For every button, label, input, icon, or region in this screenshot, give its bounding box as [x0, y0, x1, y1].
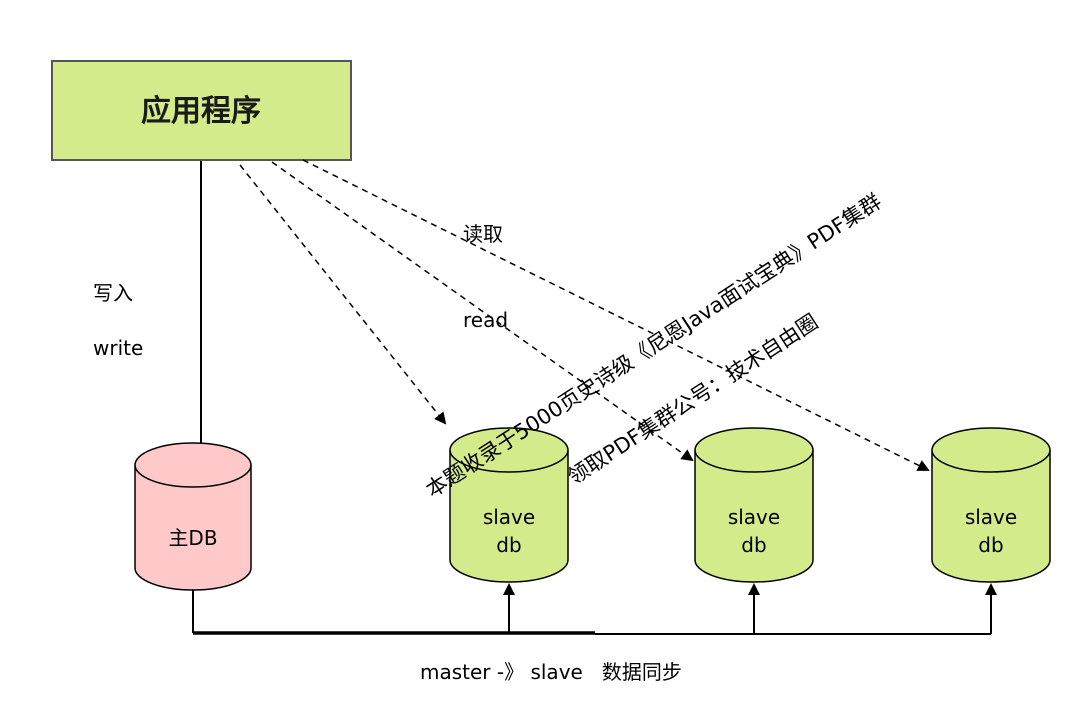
- slave-db-2-label-line1: slave: [728, 505, 780, 529]
- slave-db-1-label-line2: db: [496, 533, 521, 557]
- master-db-cylinder: [134, 442, 252, 591]
- application-label: 应用程序: [141, 94, 261, 129]
- slave-db-3-label-line2: db: [978, 533, 1003, 557]
- master-db-label: 主DB: [168, 526, 217, 550]
- slave-db-cylinder-3: [931, 427, 1051, 583]
- read-label-en: read: [463, 308, 508, 332]
- write-label-cn: 写入: [93, 281, 133, 305]
- read-arrow-slave-3: [302, 159, 930, 471]
- application-box: [51, 60, 352, 161]
- sync-connector: [192, 583, 997, 635]
- read-arrow-slave-2: [271, 161, 694, 462]
- slave-db-3-label-line1: slave: [965, 505, 1017, 529]
- slave-db-cylinder-1: [449, 427, 569, 583]
- slave-db-2-label-line2: db: [741, 533, 766, 557]
- slave-db-1-label-line1: slave: [483, 505, 535, 529]
- sync-label: master -》 slave 数据同步: [420, 660, 682, 684]
- write-label-en: write: [93, 336, 143, 360]
- slave-db-cylinder-2: [694, 427, 814, 583]
- read-arrow-slave-1: [239, 164, 447, 425]
- read-label-cn: 读取: [463, 222, 503, 246]
